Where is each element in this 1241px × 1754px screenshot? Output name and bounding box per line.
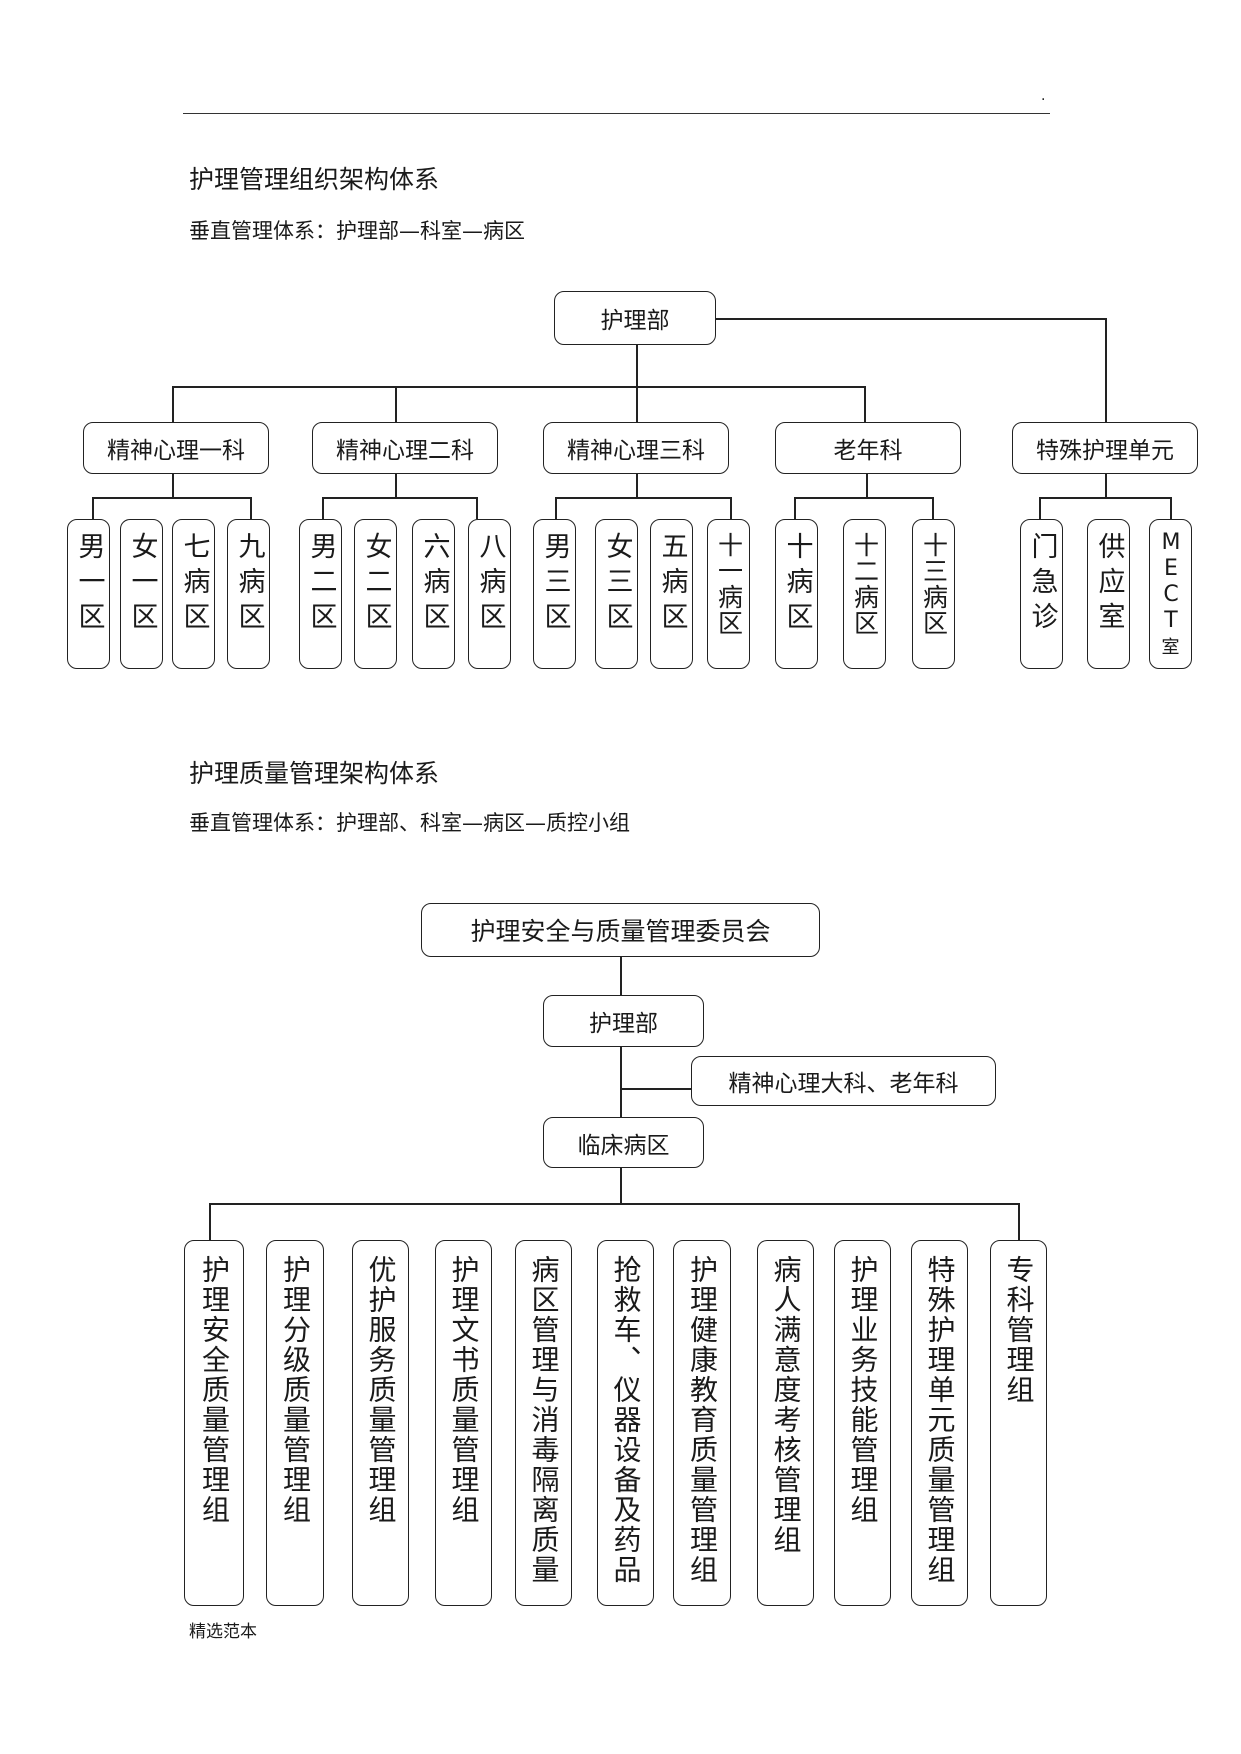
- group-nursing-documents: 护理文书质量管理组: [435, 1240, 492, 1606]
- ward-9: 九病区: [227, 519, 270, 669]
- group-ward-disinfection: 病区管理与消毒隔离质量: [515, 1240, 572, 1606]
- group-quality-service: 优护服务质量管理组: [352, 1240, 409, 1606]
- mect-tail: 室: [1161, 637, 1180, 658]
- ward-5: 五病区: [650, 519, 693, 669]
- root-nursing-dept: 护理部: [554, 291, 716, 345]
- section1-subtitle: 垂直管理体系：护理部—科室—病区: [189, 219, 525, 243]
- ward-male-3: 男三区: [533, 519, 576, 669]
- section2-title: 护理质量管理架构体系: [189, 759, 440, 788]
- dept-special-unit: 特殊护理单元: [1012, 422, 1198, 474]
- group-nursing-skills: 护理业务技能管理组: [834, 1240, 891, 1606]
- group-rescue-equipment: 抢救车、仪器设备及药品: [597, 1240, 654, 1606]
- group-nursing-grading: 护理分级质量管理组: [266, 1240, 324, 1606]
- header-rule: [183, 113, 1050, 114]
- quality-psych-geriatric: 精神心理大科、老年科: [691, 1056, 996, 1106]
- quality-committee: 护理安全与质量管理委员会: [421, 903, 820, 957]
- section2-subtitle: 垂直管理体系：护理部、科室—病区—质控小组: [189, 811, 630, 835]
- ward-male-2: 男二区: [299, 519, 342, 669]
- ward-female-3: 女三区: [595, 519, 638, 669]
- header-dot: .: [1041, 88, 1046, 104]
- group-specialty-management: 专科管理组: [990, 1240, 1047, 1606]
- dept-psych-2: 精神心理二科: [312, 422, 498, 474]
- ward-female-2: 女二区: [354, 519, 397, 669]
- ward-mect-room: MECT 室: [1149, 519, 1192, 669]
- dept-psych-1: 精神心理一科: [83, 422, 269, 474]
- ward-7: 七病区: [172, 519, 215, 669]
- group-patient-satisfaction: 病人满意度考核管理组: [757, 1240, 814, 1606]
- ward-supply-room: 供应室: [1087, 519, 1130, 669]
- group-health-education: 护理健康教育质量管理组: [673, 1240, 731, 1606]
- section1-title: 护理管理组织架构体系: [189, 165, 440, 194]
- mect-head: MECT: [1158, 530, 1184, 634]
- ward-11: 十一病区: [707, 519, 750, 669]
- ward-female-1: 女一区: [120, 519, 163, 669]
- ward-12: 十二病区: [843, 519, 886, 669]
- ward-8: 八病区: [468, 519, 511, 669]
- ward-male-1: 男一区: [67, 519, 110, 669]
- dept-geriatric: 老年科: [775, 422, 961, 474]
- ward-13: 十三病区: [912, 519, 955, 669]
- group-nursing-safety: 护理安全质量管理组: [184, 1240, 244, 1606]
- quality-clinical-wards: 临床病区: [543, 1117, 704, 1168]
- quality-nursing-dept: 护理部: [543, 995, 704, 1047]
- ward-outpatient-emergency: 门急诊: [1020, 519, 1063, 669]
- footer-label: 精选范本: [189, 1622, 257, 1642]
- ward-10: 十病区: [775, 519, 818, 669]
- group-special-unit-quality: 特殊护理单元质量管理组: [911, 1240, 968, 1606]
- dept-psych-3: 精神心理三科: [543, 422, 729, 474]
- ward-6: 六病区: [412, 519, 455, 669]
